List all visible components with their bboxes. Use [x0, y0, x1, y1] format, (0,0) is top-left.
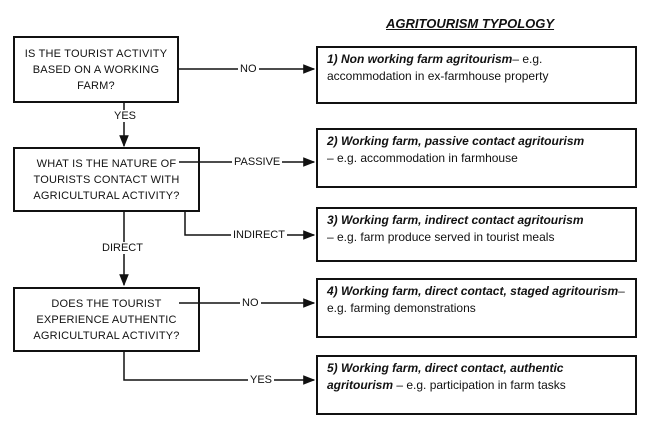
- question-line: EXPERIENCE AUTHENTIC: [36, 313, 177, 326]
- question-line: FARM?: [77, 79, 115, 92]
- edge-label-q2-passive: PASSIVE: [232, 156, 283, 168]
- edge-q3-yes: [123, 352, 316, 385]
- typology-example: – e.g. farm produce served in tourist me…: [327, 230, 555, 244]
- typology-name: 3) Working farm, indirect contact agrito…: [327, 213, 584, 227]
- typology-example: – e.g. participation in farm tasks: [393, 378, 566, 392]
- typology-box-5: 5) Working farm, direct contact, authent…: [316, 355, 637, 415]
- edge-label-q3-no: NO: [240, 297, 261, 309]
- question-line: IS THE TOURIST ACTIVITY: [24, 47, 168, 60]
- question-box-working-farm: IS THE TOURIST ACTIVITY BASED ON A WORKI…: [13, 36, 179, 103]
- typology-example: – e.g. accommodation in farmhouse: [327, 151, 518, 165]
- typology-box-4: 4) Working farm, direct contact, staged …: [316, 278, 637, 338]
- question-line: DOES THE TOURIST: [51, 297, 162, 310]
- question-line: WHAT IS THE NATURE OF: [36, 157, 177, 170]
- question-line: AGRICULTURAL ACTIVITY?: [33, 329, 180, 342]
- question-box-contact-nature: WHAT IS THE NATURE OF TOURISTS CONTACT W…: [13, 147, 200, 212]
- question-line: AGRICULTURAL ACTIVITY?: [33, 189, 180, 202]
- typology-name: 5) Working farm, direct contact, authent…: [327, 361, 564, 392]
- diagram-title: AGRITOURISM TYPOLOGY: [386, 16, 555, 31]
- edge-label-q2-indirect: INDIRECT: [231, 229, 287, 241]
- question-box-authentic-activity: DOES THE TOURIST EXPERIENCE AUTHENTIC AG…: [13, 287, 200, 352]
- typology-name: 2) Working farm, passive contact agritou…: [327, 134, 585, 148]
- typology-name: 4) Working farm, direct contact, staged …: [327, 284, 619, 298]
- typology-box-1: 1) Non working farm agritourism– e.g. ac…: [316, 46, 637, 104]
- typology-example: – e.g. farming demonstrations: [327, 284, 625, 315]
- question-line: TOURISTS CONTACT WITH: [33, 173, 180, 186]
- edge-label-q1-no: NO: [238, 63, 259, 75]
- typology-box-3: 3) Working farm, indirect contact agrito…: [316, 207, 637, 262]
- typology-box-2: 2) Working farm, passive contact agritou…: [316, 128, 637, 188]
- typology-example: – e.g. accommodation in ex-farmhouse pro…: [327, 52, 549, 83]
- edge-label-q2-direct: DIRECT: [100, 242, 145, 254]
- typology-name: 1) Non working farm agritourism: [327, 52, 513, 66]
- edge-label-q1-yes: YES: [112, 110, 139, 122]
- question-line: BASED ON A WORKING: [32, 63, 160, 76]
- edge-label-q3-yes: YES: [248, 374, 275, 386]
